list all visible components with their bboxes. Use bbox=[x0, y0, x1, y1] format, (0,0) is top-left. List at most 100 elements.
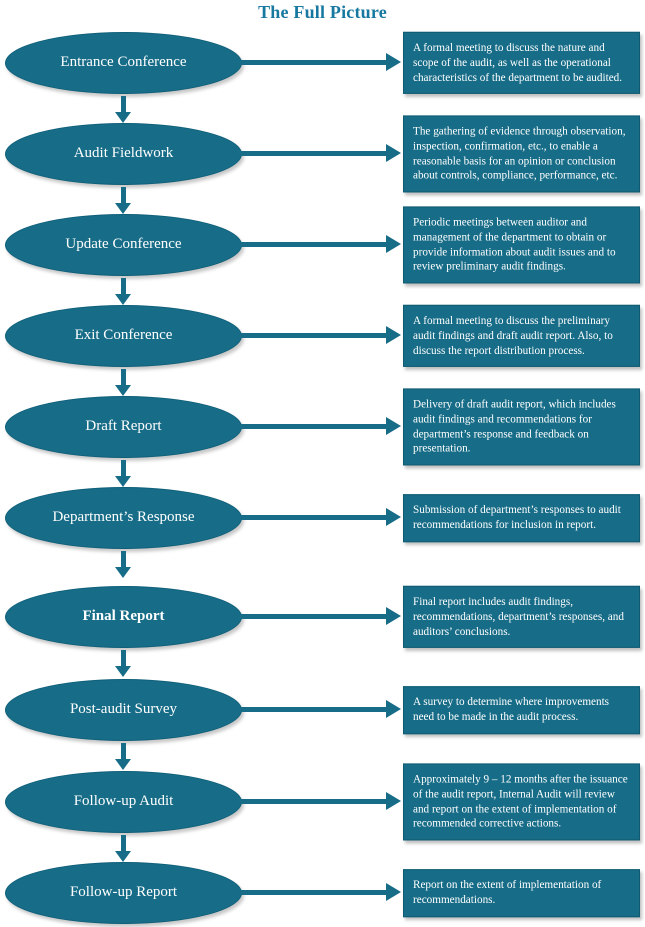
step-description-box: A survey to determine where improvements… bbox=[403, 686, 640, 734]
down-arrow-icon bbox=[115, 460, 132, 487]
arrow-stem bbox=[238, 424, 390, 429]
step-label: Update Conference bbox=[65, 236, 182, 253]
step-description-box: Final report includes audit findings, re… bbox=[403, 585, 640, 649]
flow-row-departments-response: Department’s Response Submission of depa… bbox=[0, 472, 645, 578]
page-title: The Full Picture bbox=[258, 2, 387, 22]
arrow-head bbox=[386, 144, 401, 162]
flow-row-audit-fieldwork: Audit Fieldwork The gathering of evidenc… bbox=[0, 108, 645, 214]
arrow-stem bbox=[238, 151, 390, 156]
arrow-head bbox=[386, 326, 401, 344]
flow-row-entrance-conference: Entrance Conference A formal meeting to … bbox=[0, 17, 645, 123]
step-description-box: Submission of department’s responses to … bbox=[403, 494, 640, 542]
arrow-stem bbox=[121, 460, 126, 477]
flow-row-follow-up-audit: Follow-up Audit Approximately 9 – 12 mon… bbox=[0, 756, 645, 862]
step-description: A survey to determine where improvements… bbox=[413, 696, 610, 723]
step-description: The gathering of evidence through observ… bbox=[413, 125, 626, 182]
arrow-head bbox=[115, 294, 131, 305]
arrow-stem bbox=[238, 515, 390, 520]
right-arrow-icon bbox=[238, 472, 403, 564]
arrow-head bbox=[115, 112, 131, 123]
arrow-stem bbox=[121, 187, 126, 204]
step-description-box: A formal meeting to discuss the nature a… bbox=[403, 31, 640, 95]
step-ellipse-follow-up-audit: Follow-up Audit bbox=[5, 771, 242, 833]
step-ellipse-draft-report: Draft Report bbox=[5, 396, 242, 458]
arrow-stem bbox=[121, 743, 126, 760]
right-arrow-icon bbox=[238, 290, 403, 382]
arrow-head bbox=[115, 666, 131, 677]
down-arrow-icon bbox=[115, 743, 132, 770]
arrow-head bbox=[115, 759, 131, 770]
step-label: Draft Report bbox=[85, 418, 162, 435]
right-arrow-icon bbox=[238, 199, 403, 291]
step-label: Follow-up Audit bbox=[73, 793, 174, 810]
arrow-stem bbox=[121, 650, 126, 667]
step-ellipse-final-report: Final Report bbox=[5, 586, 242, 648]
down-arrow-icon bbox=[115, 551, 132, 578]
arrow-head bbox=[386, 607, 401, 625]
arrow-stem bbox=[238, 614, 390, 619]
step-description-box: Approximately 9 – 12 months after the is… bbox=[403, 763, 640, 841]
flow-row-follow-up-report: Follow-up Report Report on the extent of… bbox=[0, 847, 645, 927]
down-arrow-icon bbox=[115, 835, 132, 862]
right-arrow-icon bbox=[238, 571, 403, 663]
arrow-head bbox=[115, 567, 131, 578]
step-label: Follow-up Report bbox=[69, 884, 178, 901]
arrow-stem bbox=[121, 551, 126, 568]
arrow-head bbox=[386, 417, 401, 435]
step-description: Submission of department’s responses to … bbox=[413, 504, 621, 531]
down-arrow-icon bbox=[115, 369, 132, 396]
right-arrow-icon bbox=[238, 664, 403, 756]
right-arrow-icon bbox=[238, 17, 403, 109]
arrow-stem bbox=[238, 799, 390, 804]
step-description: Report on the extent of implementation o… bbox=[413, 879, 602, 906]
arrow-stem bbox=[121, 278, 126, 295]
arrow-head bbox=[115, 476, 131, 487]
arrow-head bbox=[386, 792, 401, 810]
right-arrow-icon bbox=[238, 108, 403, 200]
flow-row-draft-report: Draft Report Delivery of draft audit rep… bbox=[0, 381, 645, 487]
flow-row-post-audit-survey: Post-audit Survey A survey to determine … bbox=[0, 664, 645, 770]
right-arrow-icon bbox=[238, 847, 403, 927]
right-arrow-icon bbox=[238, 756, 403, 848]
step-description-box: Delivery of draft audit report, which in… bbox=[403, 388, 640, 466]
step-label: Post-audit Survey bbox=[69, 701, 178, 718]
step-description-box: The gathering of evidence through observ… bbox=[403, 115, 640, 193]
arrow-head bbox=[386, 508, 401, 526]
down-arrow-icon bbox=[115, 187, 132, 214]
step-ellipse-post-audit-survey: Post-audit Survey bbox=[5, 679, 242, 741]
step-ellipse-exit-conference: Exit Conference bbox=[5, 305, 242, 367]
down-arrow-icon bbox=[115, 278, 132, 305]
step-ellipse-departments-response: Department’s Response bbox=[5, 487, 242, 549]
arrow-head bbox=[386, 883, 401, 901]
step-description: Periodic meetings between auditor and ma… bbox=[413, 216, 616, 273]
arrow-stem bbox=[121, 96, 126, 113]
step-ellipse-update-conference: Update Conference bbox=[5, 214, 242, 276]
step-description: Final report includes audit findings, re… bbox=[413, 595, 624, 638]
arrow-head bbox=[115, 203, 131, 214]
arrow-stem bbox=[238, 890, 390, 895]
step-label: Final Report bbox=[82, 608, 165, 625]
arrow-stem bbox=[238, 333, 390, 338]
flow-row-final-report: Final Report Final report includes audit… bbox=[0, 571, 645, 677]
arrow-head bbox=[386, 700, 401, 718]
step-label: Exit Conference bbox=[74, 327, 173, 344]
right-arrow-icon bbox=[238, 381, 403, 473]
step-label: Entrance Conference bbox=[60, 54, 187, 71]
arrow-head bbox=[386, 235, 401, 253]
arrow-stem bbox=[121, 369, 126, 386]
arrow-stem bbox=[238, 242, 390, 247]
arrow-stem bbox=[238, 707, 390, 712]
flow-row-update-conference: Update Conference Periodic meetings betw… bbox=[0, 199, 645, 305]
step-description: A formal meeting to discuss the prelimin… bbox=[413, 314, 613, 357]
step-ellipse-follow-up-report: Follow-up Report bbox=[5, 862, 242, 924]
step-description-box: Periodic meetings between auditor and ma… bbox=[403, 206, 640, 284]
arrow-head bbox=[386, 53, 401, 71]
step-description: Delivery of draft audit report, which in… bbox=[413, 398, 616, 455]
down-arrow-icon bbox=[115, 96, 132, 123]
step-description-box: A formal meeting to discuss the prelimin… bbox=[403, 304, 640, 368]
step-ellipse-entrance-conference: Entrance Conference bbox=[5, 32, 242, 94]
arrow-head bbox=[115, 385, 131, 396]
step-label: Audit Fieldwork bbox=[73, 145, 174, 162]
arrow-stem bbox=[238, 60, 390, 65]
